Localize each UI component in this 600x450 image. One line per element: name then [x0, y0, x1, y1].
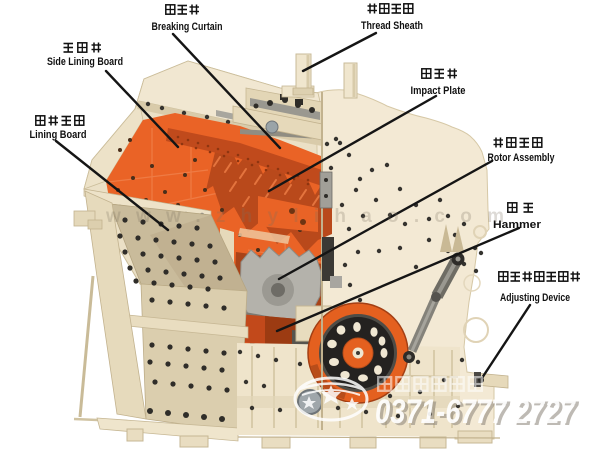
svg-text:Hammer: Hammer: [493, 219, 542, 231]
svg-text:Rotor Assembly: Rotor Assembly: [488, 152, 556, 164]
svg-text:Side Lining Board: Side Lining Board: [47, 56, 123, 68]
svg-text:Lining Board: Lining Board: [30, 129, 87, 141]
svg-text:0371-6777 2727: 0371-6777 2727: [378, 395, 580, 433]
svg-text:Breaking Curtain: Breaking Curtain: [152, 21, 223, 33]
svg-text:0371-6777 2727: 0371-6777 2727: [375, 393, 577, 431]
svg-text:Impact Plate: Impact Plate: [411, 85, 466, 97]
svg-text:Adjusting Device: Adjusting Device: [500, 292, 570, 304]
svg-text:Thread Sheath: Thread Sheath: [361, 20, 423, 32]
